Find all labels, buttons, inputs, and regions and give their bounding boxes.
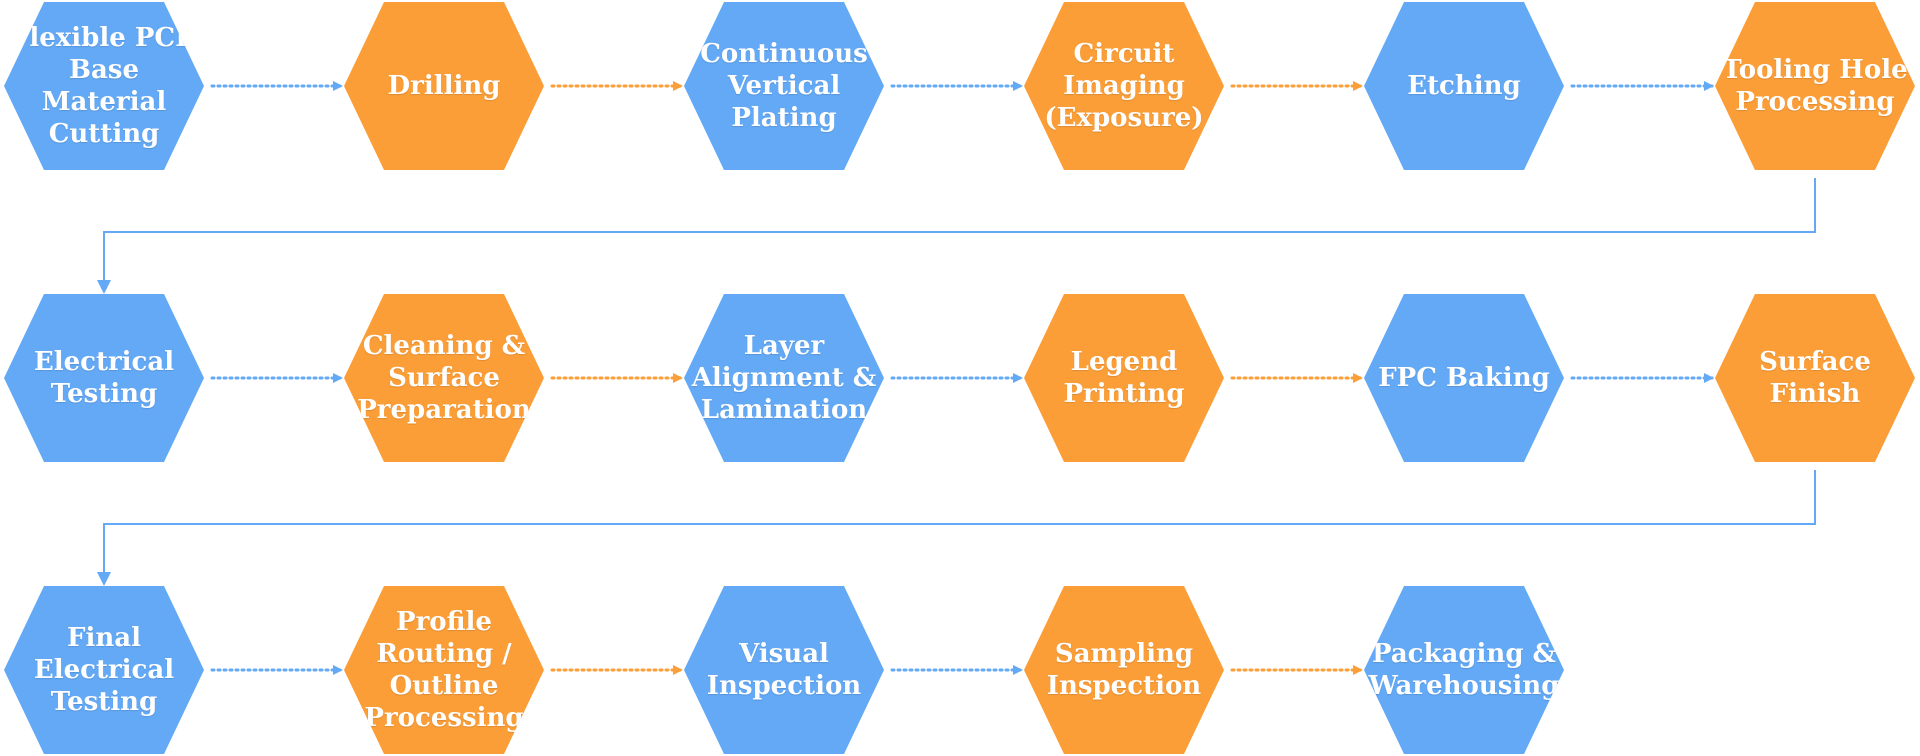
step-electrical-testing: Electrical Testing	[4, 294, 204, 462]
step-layer-alignment-lamination: Layer Alignment & Lamination	[684, 294, 884, 462]
step-surface-finish: Surface Finish	[1715, 294, 1915, 462]
step-label: Cleaning & Surface Preparation	[357, 331, 531, 425]
step-cleaning-surface-preparation: Cleaning & Surface Preparation	[344, 294, 544, 462]
step-flexible-pcb-base-material-cutting: Flexible PCB Base Material Cutting	[4, 2, 204, 170]
step-label: Tooling Hole Processing	[1722, 55, 1908, 117]
step-tooling-hole-processing: Tooling Hole Processing	[1715, 2, 1915, 170]
step-label: Continuous Vertical Plating	[700, 39, 868, 133]
step-packaging-warehousing: Packaging & Warehousing	[1364, 586, 1564, 754]
step-label: Profile Routing / Outline Processing	[364, 607, 524, 733]
step-drilling: Drilling	[344, 2, 544, 170]
step-sampling-inspection: Sampling Inspection	[1024, 586, 1224, 754]
row-wrap-connector	[97, 178, 1816, 294]
step-label: Layer Alignment & Lamination	[691, 331, 877, 425]
step-label: FPC Baking	[1378, 363, 1550, 393]
row-wrap-connector	[97, 470, 1816, 586]
step-label: Visual Inspection	[706, 639, 862, 701]
step-label: Surface Finish	[1759, 347, 1871, 409]
step-visual-inspection: Visual Inspection	[684, 586, 884, 754]
step-final-electrical-testing: Final Electrical Testing	[4, 586, 204, 754]
step-etching: Etching	[1364, 2, 1564, 170]
step-label: Final Electrical Testing	[33, 623, 175, 717]
step-label: Legend Printing	[1063, 347, 1185, 409]
step-label: Flexible PCB Base Material Cutting	[10, 23, 198, 149]
step-label: Packaging & Warehousing	[1368, 639, 1560, 701]
step-legend-printing: Legend Printing	[1024, 294, 1224, 462]
step-circuit-imaging-exposure: Circuit Imaging (Exposure)	[1024, 2, 1224, 170]
step-label: Electrical Testing	[33, 347, 175, 409]
step-fpc-baking: FPC Baking	[1364, 294, 1564, 462]
step-label: Drilling	[387, 71, 501, 101]
step-label: Circuit Imaging (Exposure)	[1044, 39, 1204, 133]
step-label: Etching	[1407, 71, 1521, 101]
step-label: Sampling Inspection	[1046, 639, 1202, 701]
step-continuous-vertical-plating: Continuous Vertical Plating	[684, 2, 884, 170]
step-profile-routing-outline-processing: Profile Routing / Outline Processing	[344, 586, 544, 754]
